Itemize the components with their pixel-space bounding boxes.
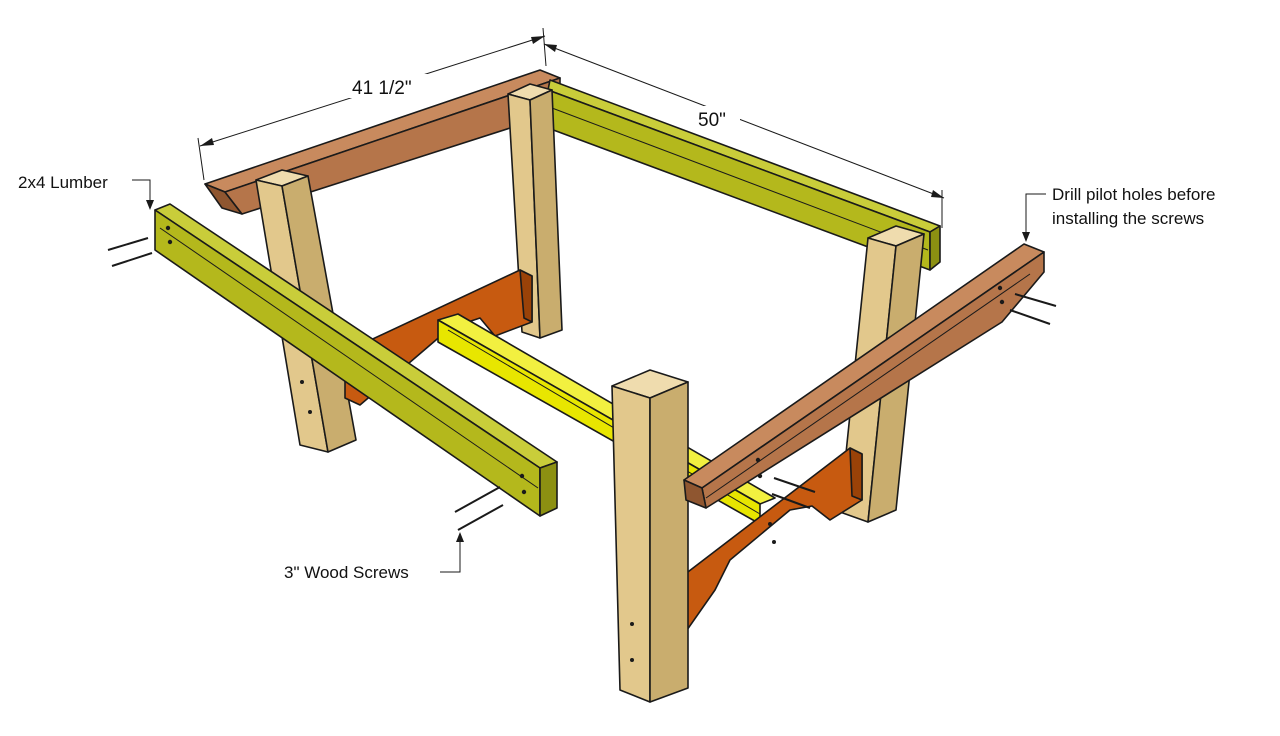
pilot-hole [519,473,525,479]
back-center-leg-side [529,89,563,339]
right-back-rail-end [929,225,941,271]
pilot-hole [630,622,634,626]
front-leg-side [649,381,689,703]
pilot-hole [167,239,173,245]
screw [1009,309,1051,325]
screw [771,493,811,509]
width-dim-label: 41 1/2" [352,78,412,99]
pilot-hole [755,457,761,463]
drill-callout: Drill pilot holes before installing the … [1022,185,1215,242]
width-dimension: 41 1/2" [197,27,547,181]
lumber-leader [132,179,151,206]
left-rail-groove [159,227,539,489]
right-back-rail-top [547,79,941,233]
screws-callout: 3" Wood Screws [284,532,464,582]
screws-leader [440,536,461,573]
pilot-hole [308,410,312,414]
pilot-hole [165,225,171,231]
screw [107,237,149,251]
front-leg [611,369,689,703]
width-dim-label-bg [348,74,432,98]
right-back-rail-groove [551,107,929,251]
leader-arrow [456,532,464,542]
pilot-hole [997,285,1003,291]
screws-label: 3" Wood Screws [284,563,409,582]
pilot-hole [757,473,763,479]
right-back-rail [547,79,941,271]
screws [107,237,1057,531]
dim-extension-right [542,27,547,67]
depth-dim-label: 50" [698,110,726,131]
pilot-hole [768,522,772,526]
pilot-hole [999,299,1005,305]
leader-arrow [1022,232,1030,242]
screw [454,486,501,513]
lumber-label: 2x4 Lumber [18,173,108,192]
depth-dim-line [543,43,945,199]
leader-arrow [146,200,154,210]
left-rail-end [539,461,558,517]
front-leg-front [611,385,651,703]
dim-arrow [200,138,214,146]
dim-arrow [544,44,557,52]
back-stretcher-end [519,269,533,323]
pilot-hole [772,540,776,544]
pilot-hole [521,489,527,495]
screw [773,477,816,493]
left-rail [154,203,558,517]
pilot-hole [300,380,304,384]
screw [1014,293,1057,307]
front-stretcher [679,447,863,641]
drill-leader [1025,193,1046,238]
screw [111,252,153,267]
right-rail-end [683,479,707,509]
lumber-callout: 2x4 Lumber [18,173,154,210]
front-stretcher-end [849,447,863,501]
depth-dim-label-bg [694,106,740,130]
dim-extension-left [197,137,205,181]
dim-arrow [931,190,944,198]
dim-arrow [531,36,545,44]
drill-label-line1: Drill pilot holes before [1052,185,1215,204]
depth-dimension: 50" [543,43,945,228]
pilot-hole [630,658,634,662]
screw [457,504,504,531]
drill-label-line2: installing the screws [1052,209,1204,228]
